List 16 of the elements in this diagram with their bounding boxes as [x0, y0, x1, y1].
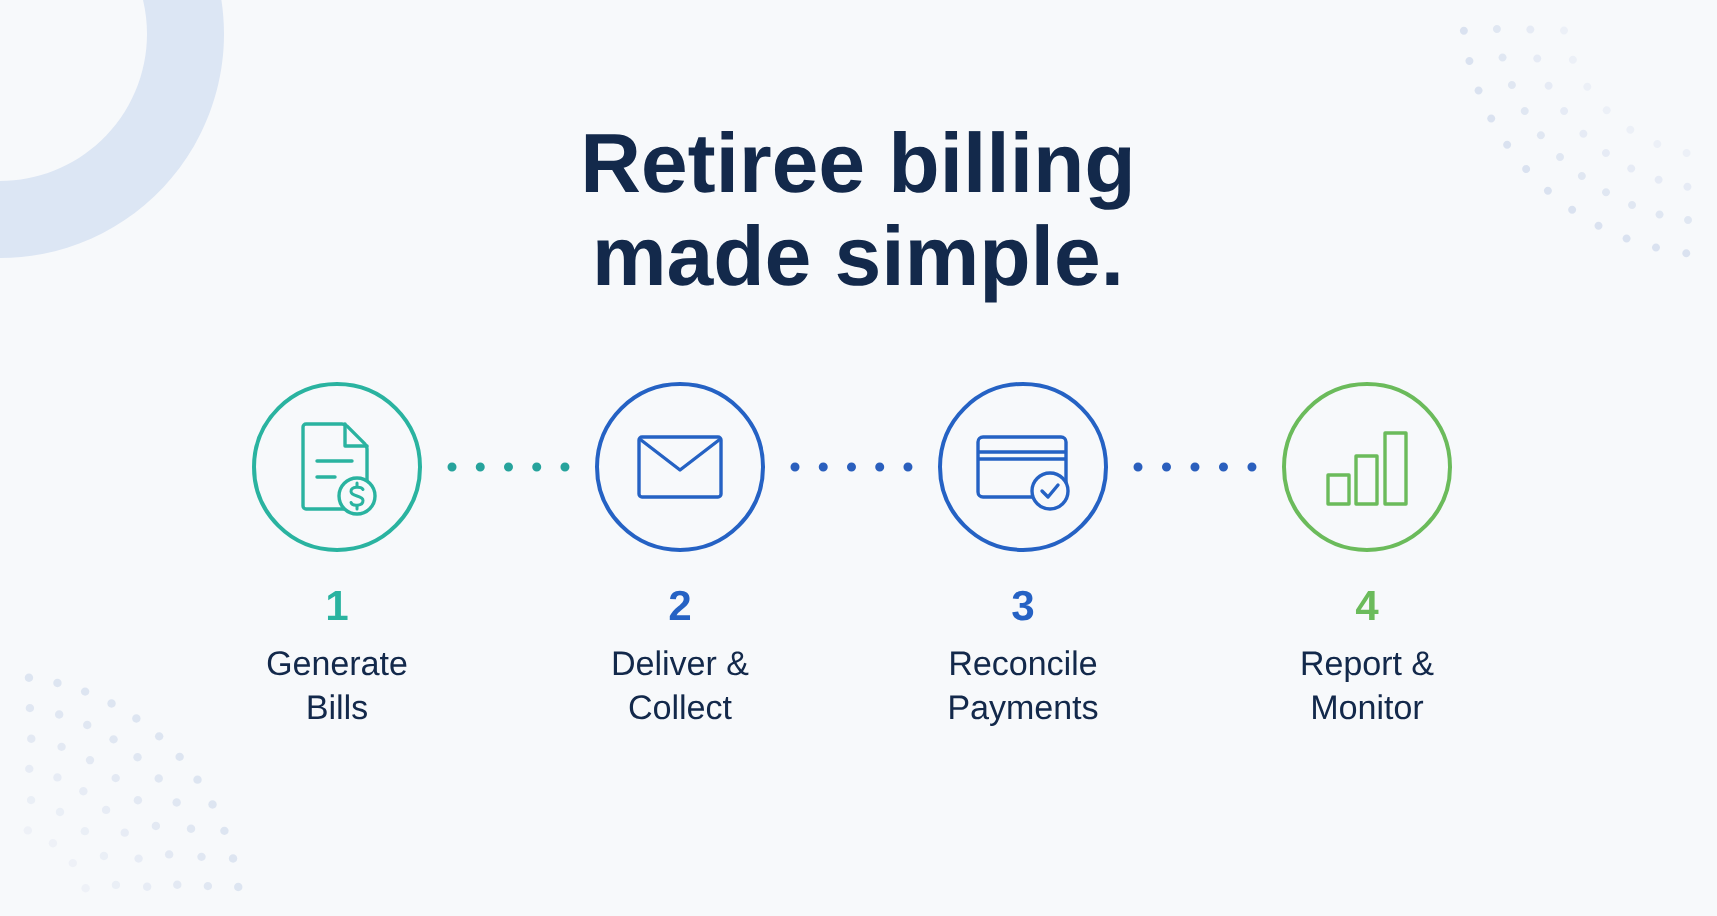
step-label: Deliver & Collect	[613, 650, 749, 720]
step-circle	[1282, 382, 1452, 552]
step-number: 3	[1012, 590, 1034, 621]
step-circle	[595, 382, 765, 552]
step-label: Generate Bills	[267, 651, 407, 720]
step-number: 1	[328, 591, 348, 620]
dotted-connector	[447, 462, 570, 472]
dotted-connector	[1133, 462, 1257, 472]
title: Retiree billing made simple.	[585, 131, 1131, 303]
step-number: 2	[669, 590, 690, 620]
step-circle	[252, 382, 422, 552]
step-label: Report & Monitor	[1302, 651, 1434, 720]
step-label: Reconcile Payments	[950, 650, 1098, 727]
step-circle	[938, 382, 1108, 552]
dotted-connector	[790, 462, 913, 472]
step-number: 4	[1355, 591, 1379, 620]
